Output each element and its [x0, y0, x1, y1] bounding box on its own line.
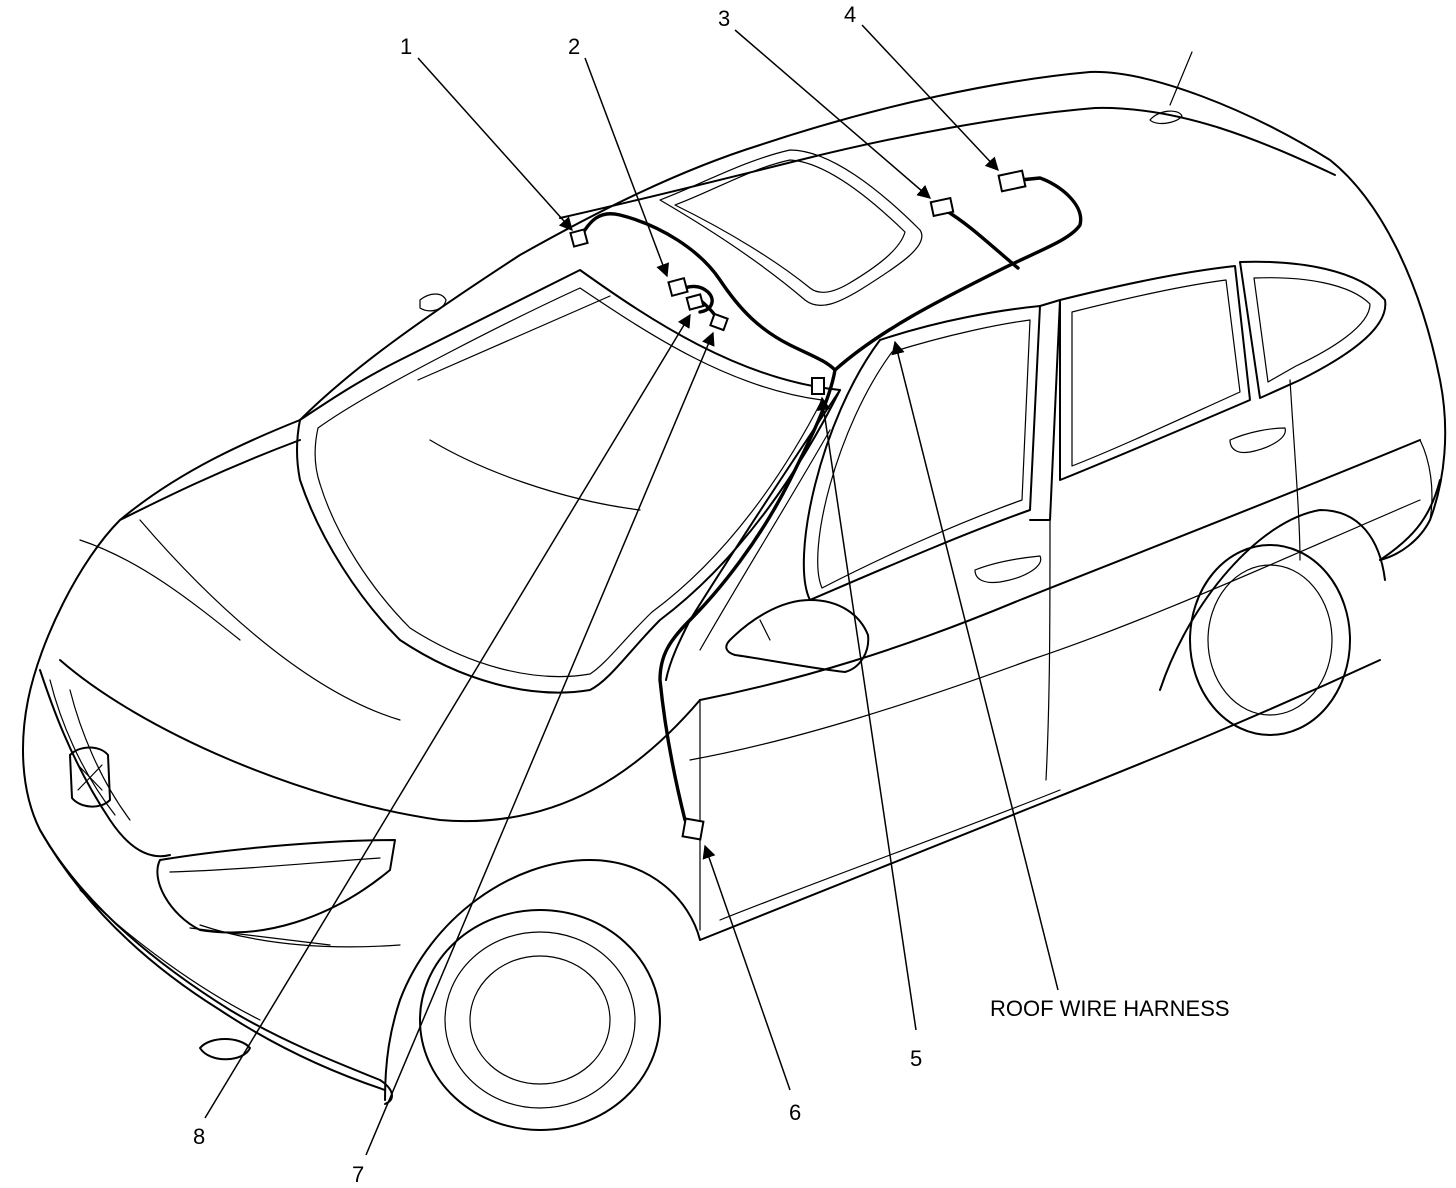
connector-5 — [811, 377, 825, 395]
callout-5: 5 — [910, 1046, 922, 1071]
roof-wire-harness-label: ROOF WIRE HARNESS — [990, 996, 1230, 1021]
callout-6: 6 — [789, 1100, 801, 1125]
callout-labels: 1 2 3 4 5 6 7 8 ROOF WIRE HARNESS — [193, 2, 1230, 1187]
callout-2: 2 — [568, 34, 580, 59]
connector-6 — [681, 817, 705, 841]
vehicle-body — [22, 51, 1447, 1131]
roof-wire-harness — [578, 176, 1083, 822]
connector-3 — [929, 196, 955, 218]
leader-7 — [365, 331, 715, 1156]
connector-2 — [667, 276, 689, 298]
connectors — [569, 169, 1027, 841]
callout-3: 3 — [718, 6, 730, 31]
callout-1: 1 — [400, 34, 412, 59]
leader-lines — [204, 24, 1059, 1156]
leader-6 — [702, 844, 791, 1091]
leader-2 — [584, 57, 670, 278]
connector-1 — [569, 228, 589, 248]
leader-3 — [734, 29, 932, 199]
leader-8 — [204, 313, 691, 1119]
leader-4 — [861, 24, 999, 171]
leader-5 — [817, 396, 917, 1031]
leader-1 — [417, 57, 573, 232]
callout-4: 4 — [844, 2, 856, 27]
callout-8: 8 — [193, 1124, 205, 1149]
leader-roof-harness — [891, 340, 1059, 991]
connector-7 — [685, 293, 705, 311]
connector-4 — [997, 169, 1027, 193]
connector-8 — [709, 312, 729, 332]
callout-7: 7 — [352, 1162, 364, 1187]
